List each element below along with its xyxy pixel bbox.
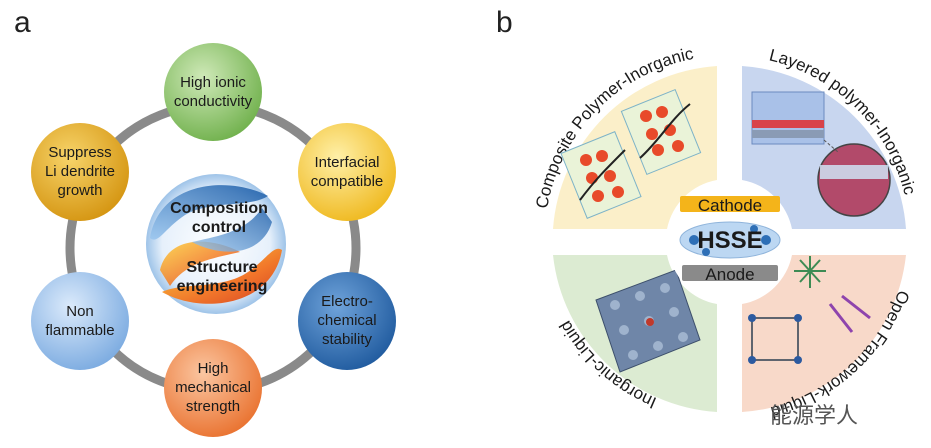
svg-text:Suppress: Suppress bbox=[48, 144, 111, 161]
framework-illustration bbox=[748, 256, 871, 364]
svg-text:chemical: chemical bbox=[317, 312, 376, 329]
svg-text:flammable: flammable bbox=[45, 322, 114, 339]
anode-layer bbox=[682, 265, 778, 281]
panel-a-label: a bbox=[14, 6, 31, 39]
svg-text:High: High bbox=[198, 360, 229, 377]
svg-text:Non: Non bbox=[66, 303, 94, 320]
svg-text:mechanical: mechanical bbox=[175, 379, 251, 396]
node-high-mechanical-strength: High mechanical strength bbox=[164, 339, 262, 437]
node-high-ionic-conductivity: High ionic conductivity bbox=[164, 43, 262, 141]
svg-text:stability: stability bbox=[322, 331, 373, 348]
svg-text:Li dendrite: Li dendrite bbox=[45, 163, 115, 180]
svg-text:compatible: compatible bbox=[311, 173, 384, 190]
layered-illustration bbox=[751, 91, 891, 217]
cathode-label: Cathode bbox=[698, 196, 762, 215]
node-suppress-li-dendrite-growth: Suppress Li dendrite growth bbox=[31, 123, 129, 221]
svg-text:High ionic: High ionic bbox=[180, 74, 246, 91]
svg-text:growth: growth bbox=[57, 182, 102, 199]
svg-text:conductivity: conductivity bbox=[174, 93, 253, 110]
svg-text:Electro-: Electro- bbox=[321, 293, 373, 310]
node-electrochemical-stability: Electro- chemical stability bbox=[298, 272, 396, 370]
center-text-engineering: engineering bbox=[177, 278, 268, 295]
hsse-label: HSSE bbox=[697, 227, 762, 254]
center-logo bbox=[146, 174, 286, 314]
watermark: 能源学人 bbox=[770, 404, 859, 429]
svg-text:Interfacial: Interfacial bbox=[314, 154, 379, 171]
svg-text:strength: strength bbox=[186, 398, 240, 415]
center-text-composition: Composition bbox=[170, 200, 268, 217]
node-non-flammable: Non flammable bbox=[31, 272, 129, 370]
panel-b-label: b bbox=[496, 6, 513, 39]
composite-illustration bbox=[560, 88, 702, 219]
center-text-control: control bbox=[192, 219, 246, 236]
center-text-structure: Structure bbox=[186, 259, 257, 276]
cathode-layer bbox=[680, 196, 780, 212]
anode-label: Anode bbox=[705, 265, 754, 284]
quadrant-framework bbox=[742, 255, 906, 412]
node-interfacial-compatible: Interfacial compatible bbox=[298, 123, 396, 221]
liquid-illustration bbox=[595, 269, 701, 373]
